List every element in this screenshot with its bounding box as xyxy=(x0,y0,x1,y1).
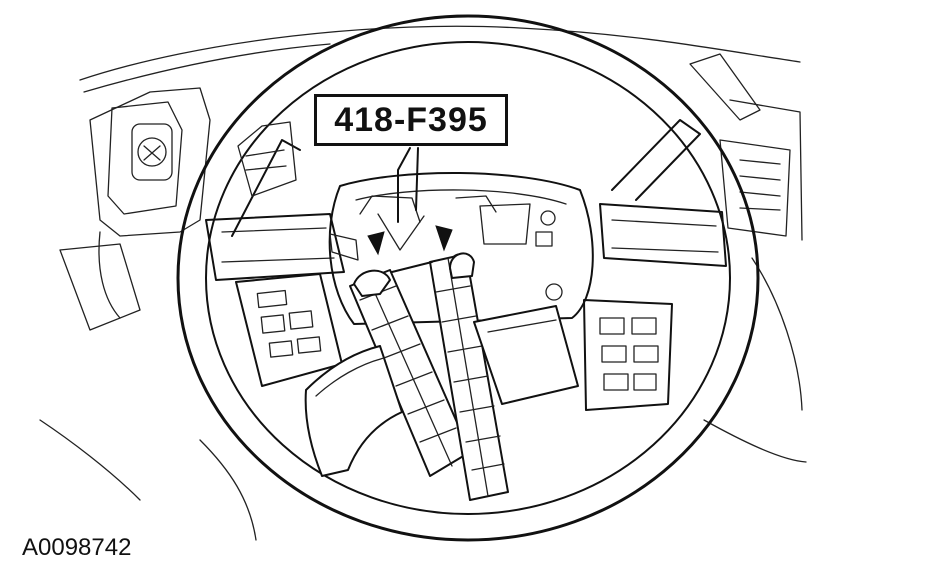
figure-id-label: A0098742 xyxy=(22,534,132,561)
left-switch-panel xyxy=(235,273,343,387)
tool-strap xyxy=(304,345,403,477)
right-switch-panel xyxy=(583,299,673,411)
tool-callout-label: 418-F395 xyxy=(334,100,488,139)
special-tool-418-F395 xyxy=(349,252,509,501)
tool-callout-box: 418-F395 xyxy=(314,94,508,146)
steering-wheel-rim xyxy=(176,14,760,542)
clockspring-area xyxy=(359,195,453,256)
steering-wheel-spokes xyxy=(205,119,727,281)
callout-leader xyxy=(397,147,419,223)
dashboard-outline xyxy=(39,25,807,541)
gauge-icon xyxy=(131,123,173,181)
tool-support-plate xyxy=(473,305,579,405)
